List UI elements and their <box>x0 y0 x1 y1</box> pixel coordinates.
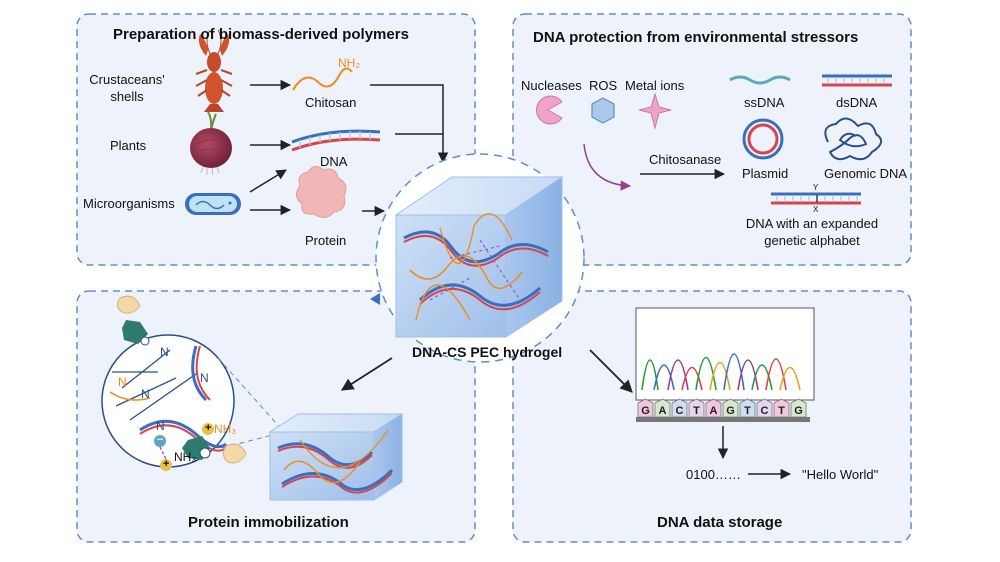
label-expanded-line2: genetic alphabet <box>764 233 860 248</box>
hydrogel-cube <box>394 176 564 338</box>
genomic-dna-icon <box>824 117 883 161</box>
label-dsdna: dsDNA <box>836 95 878 110</box>
imine-n-2: N <box>118 375 127 389</box>
prep-arrows <box>249 79 449 217</box>
onion-icon <box>190 111 232 176</box>
base-strand-bar <box>636 417 810 422</box>
charge-plus-b: + <box>163 458 170 470</box>
sequencing-chromatogram <box>635 307 815 401</box>
charge-plus-a: + <box>205 422 212 434</box>
base-letter: T <box>744 405 751 417</box>
ros-icon <box>591 97 615 124</box>
arrow-to-storage <box>589 349 633 393</box>
label-chitosanase: Chitosanase <box>649 152 722 167</box>
label-plants: Plants <box>110 138 147 153</box>
label-plasmid: Plasmid <box>742 166 789 181</box>
immobilized-gel-cube <box>268 413 404 501</box>
base-letter: G <box>641 405 650 417</box>
base-letter: T <box>778 405 785 417</box>
imine-n-4: N <box>141 387 150 401</box>
label-nucleases: Nucleases <box>521 78 582 93</box>
label-nh3-b: NH₃ <box>174 450 197 464</box>
protection-title: DNA protection from environmental stress… <box>533 29 859 46</box>
label-crustaceans-line2: shells <box>110 89 144 104</box>
expanded-dna-icon <box>771 192 861 205</box>
label-binary: 0100…… <box>686 467 741 482</box>
base-letter: T <box>693 405 700 417</box>
hydrogel-label: DNA-CS PEC hydrogel <box>412 344 563 360</box>
immobilization-title: Protein immobilization <box>188 514 349 531</box>
storage-title: DNA data storage <box>657 514 783 531</box>
chitosan-strand <box>292 67 353 91</box>
charge-minus: − <box>157 434 164 446</box>
label-nh2: NH₂ <box>338 56 360 70</box>
dsdna-icon <box>822 74 892 87</box>
label-message: "Hello World" <box>802 467 879 482</box>
label-nh3-a: NH₃ <box>214 422 237 436</box>
label-expanded-alphabet: DNA with an expanded genetic alphabet <box>746 217 878 247</box>
label-ros: ROS <box>589 78 618 93</box>
base-letter: C <box>676 405 684 417</box>
ssdna-icon <box>729 75 791 85</box>
metal-ion-icon <box>638 92 672 130</box>
label-expanded-line1: DNA with an expanded <box>745 216 879 231</box>
imine-n-5: N <box>156 419 165 433</box>
label-ssdna: ssDNA <box>744 95 785 110</box>
base-letter: C <box>761 405 769 417</box>
label-dna: DNA <box>320 154 348 169</box>
enzyme-bottom-icon <box>182 436 247 464</box>
label-base-x: X <box>813 205 819 214</box>
enzyme-icon <box>116 295 150 346</box>
base-letter: A <box>710 405 718 417</box>
label-genomic-dna: Genomic DNA <box>824 166 908 181</box>
label-crustaceans-line1: Crustaceans' <box>89 72 165 87</box>
label-chitosan: Chitosan <box>305 95 357 110</box>
label-base-y: Y <box>813 183 819 192</box>
nuclease-icon <box>536 95 563 125</box>
label-protein: Protein <box>305 233 347 248</box>
label-crustaceans: Crustaceans' shells <box>89 73 164 103</box>
imine-n-1: N <box>160 345 169 359</box>
base-letter: A <box>659 405 667 417</box>
label-microorganisms: Microorganisms <box>83 196 175 211</box>
arrow-to-immobilization <box>340 357 393 391</box>
base-letter: G <box>726 405 735 417</box>
label-metal-ions: Metal ions <box>625 78 685 93</box>
halo-marker <box>370 293 380 305</box>
protein-icon <box>296 166 347 218</box>
base-letter: G <box>794 405 803 417</box>
bacterium-icon <box>185 193 241 215</box>
lobster-icon <box>195 29 233 112</box>
imine-n-3: N <box>200 371 209 385</box>
panel-prep <box>76 13 476 266</box>
prep-title: Preparation of biomass-derived polymers <box>113 26 409 43</box>
plasmid-icon <box>742 118 784 160</box>
dna-strand-icon <box>291 129 381 152</box>
stress-arrow <box>583 143 632 191</box>
